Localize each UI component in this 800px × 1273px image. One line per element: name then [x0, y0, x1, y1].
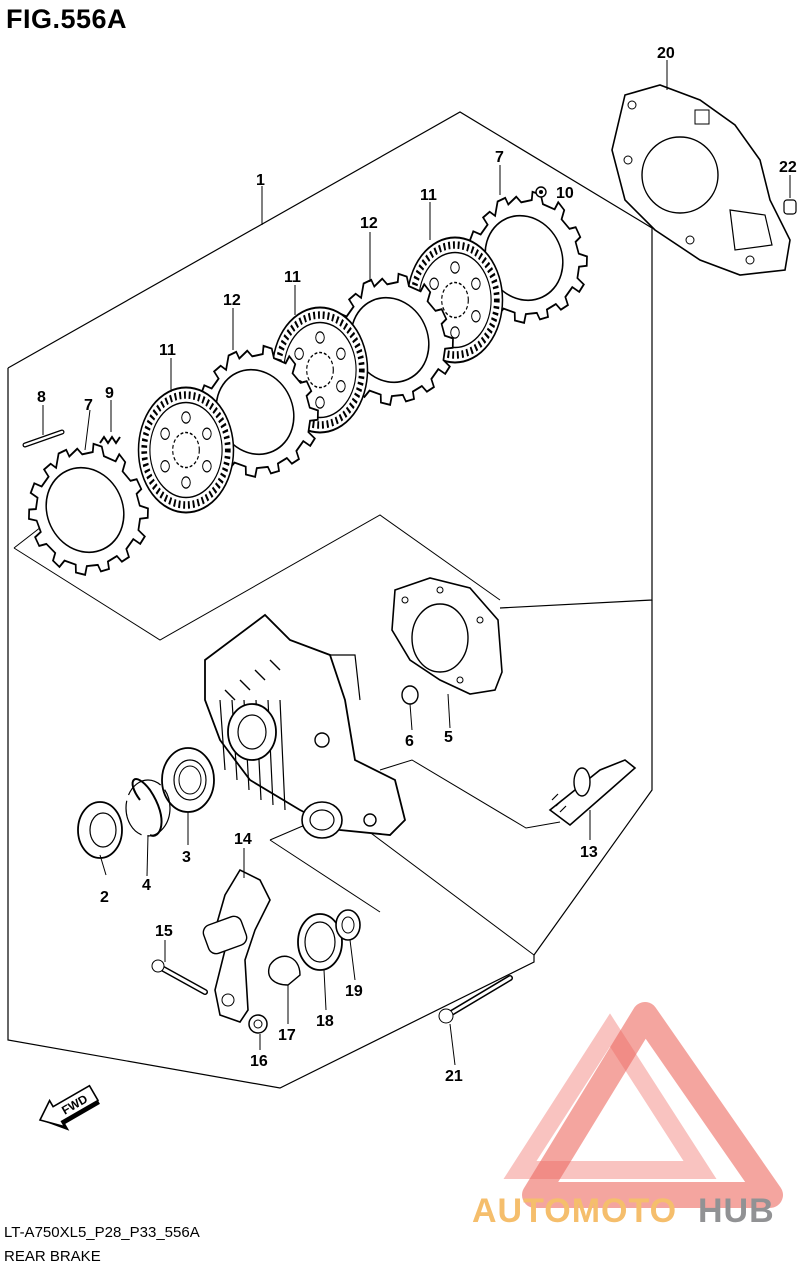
watermark-text-part1: AUTOMOTO: [472, 1192, 677, 1230]
callout-5: 5: [444, 729, 453, 746]
spring-9: [99, 435, 121, 445]
nut-16: [248, 1014, 268, 1034]
brake-housing: [204, 613, 406, 839]
callout-20: 20: [657, 45, 675, 62]
leader-lines: [42, 60, 791, 1066]
washer-17: [268, 955, 301, 986]
callout-13: 13: [580, 844, 598, 861]
ring-18: [297, 913, 343, 971]
callout-18: 18: [316, 1013, 334, 1030]
callout-10: 10: [556, 185, 574, 202]
watermark-logo: AUTOMOTO HUB: [472, 1002, 783, 1230]
model-code: LT-A750XL5_P28_P33_556A: [4, 1224, 200, 1241]
nut-10: [535, 186, 547, 198]
lever-14: [202, 868, 271, 1023]
section-name: REAR BRAKE: [4, 1248, 101, 1265]
oil-seal-2: [77, 801, 123, 859]
callout-15: 15: [155, 923, 173, 940]
dowel-pin-22: [783, 199, 797, 215]
bolt-21: [438, 975, 513, 1024]
cover-plate-5: [391, 577, 503, 695]
callout-12-left: 12: [223, 292, 241, 309]
friction-disc-11-left: [139, 388, 234, 513]
assembly-outline-bottom: [7, 368, 535, 1089]
callout-9: 9: [105, 385, 114, 402]
callout-16: 16: [250, 1053, 268, 1070]
callout-11-middle: 11: [284, 269, 301, 286]
pin-8: [22, 429, 65, 448]
callout-1: 1: [256, 172, 265, 189]
bearing-3: [161, 747, 215, 813]
gasket-20: [611, 84, 791, 276]
callout-11-left: 11: [159, 342, 176, 359]
callout-19: 19: [345, 983, 363, 1000]
callout-4: 4: [142, 877, 151, 894]
callout-3: 3: [182, 849, 191, 866]
fwd-arrow-icon: FWD: [38, 1084, 100, 1131]
watermark-text-part2: HUB: [698, 1192, 775, 1230]
callout-14: 14: [234, 831, 252, 848]
callout-7-left: 7: [84, 397, 93, 414]
callout-11-right: 11: [420, 187, 437, 204]
plug-6: [401, 685, 419, 705]
callout-7-right: 7: [495, 149, 504, 166]
callout-2: 2: [100, 889, 109, 906]
callout-8: 8: [37, 389, 46, 406]
figure-title: FIG.556A: [6, 4, 128, 34]
callout-12-right: 12: [360, 215, 378, 232]
shaft-13: [548, 759, 637, 827]
bolt-15: [151, 959, 208, 995]
seal-19: [335, 909, 361, 941]
callout-22: 22: [779, 159, 797, 176]
callout-6: 6: [405, 733, 414, 750]
callout-21: 21: [445, 1068, 463, 1085]
callout-17: 17: [278, 1027, 296, 1044]
